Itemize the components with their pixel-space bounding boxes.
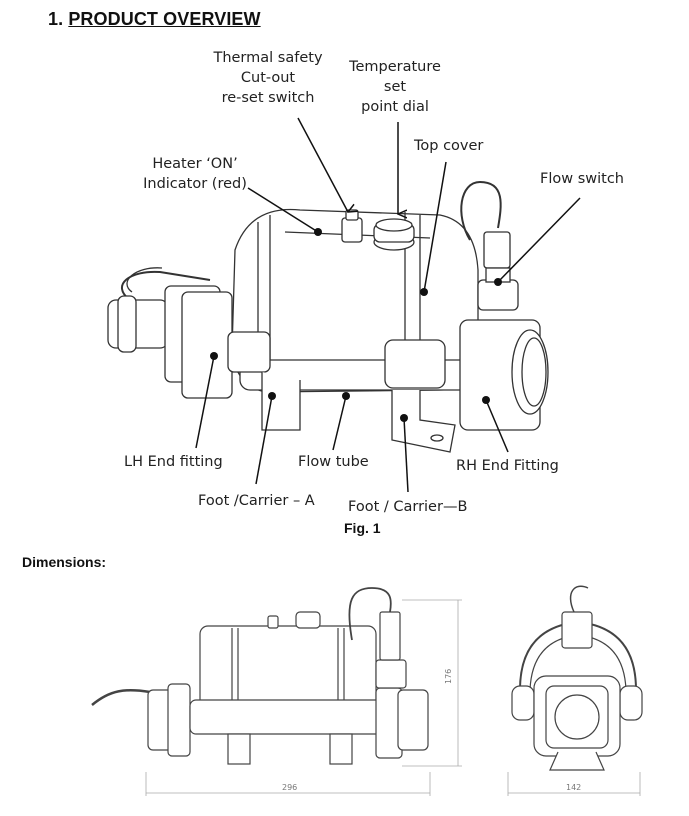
label-top-cover: Top cover	[414, 138, 484, 154]
dimension-length: 296	[282, 783, 298, 792]
label-line: Cut-out	[240, 70, 296, 86]
figure-caption: Fig. 1	[344, 520, 381, 536]
label-temperature-dial: Temperature set point dial	[340, 57, 450, 117]
section-title: PRODUCT OVERVIEW	[68, 9, 261, 29]
dimensions-heading: Dimensions:	[22, 554, 107, 570]
label-foot-carrier-a: Foot /Carrier – A	[198, 493, 315, 509]
label-line: Indicator (red)	[143, 176, 247, 192]
label-line: re-set switch	[221, 90, 315, 106]
label-line: point dial	[361, 99, 429, 115]
section-number: 1.	[48, 9, 64, 29]
end-view-dimension-lines	[507, 772, 641, 796]
label-leader-lines	[195, 117, 581, 493]
side-view-drawing	[91, 587, 429, 765]
label-lh-end-fitting: LH End fitting	[124, 454, 223, 470]
side-view-dimension-lines	[145, 599, 462, 796]
label-line: Temperature	[349, 59, 441, 75]
dimension-height: 176	[444, 668, 453, 684]
end-view-drawing	[511, 585, 643, 771]
label-rh-end-fitting: RH End Fitting	[456, 458, 559, 474]
label-line: Thermal safety	[213, 50, 323, 66]
label-line: set	[383, 79, 407, 95]
label-flow-tube: Flow tube	[298, 454, 369, 470]
label-heater-on-indicator: Heater ‘ON’ Indicator (red)	[140, 154, 250, 194]
heater-body-drawing	[107, 180, 549, 453]
section-heading: 1. PRODUCT OVERVIEW	[48, 9, 261, 30]
label-line: Heater ‘ON’	[152, 156, 238, 172]
label-thermal-safety: Thermal safety Cut-out re-set switch	[208, 48, 328, 108]
dimension-width: 142	[566, 783, 582, 792]
label-flow-switch: Flow switch	[540, 171, 624, 187]
label-foot-carrier-b: Foot / Carrier—B	[348, 499, 468, 515]
